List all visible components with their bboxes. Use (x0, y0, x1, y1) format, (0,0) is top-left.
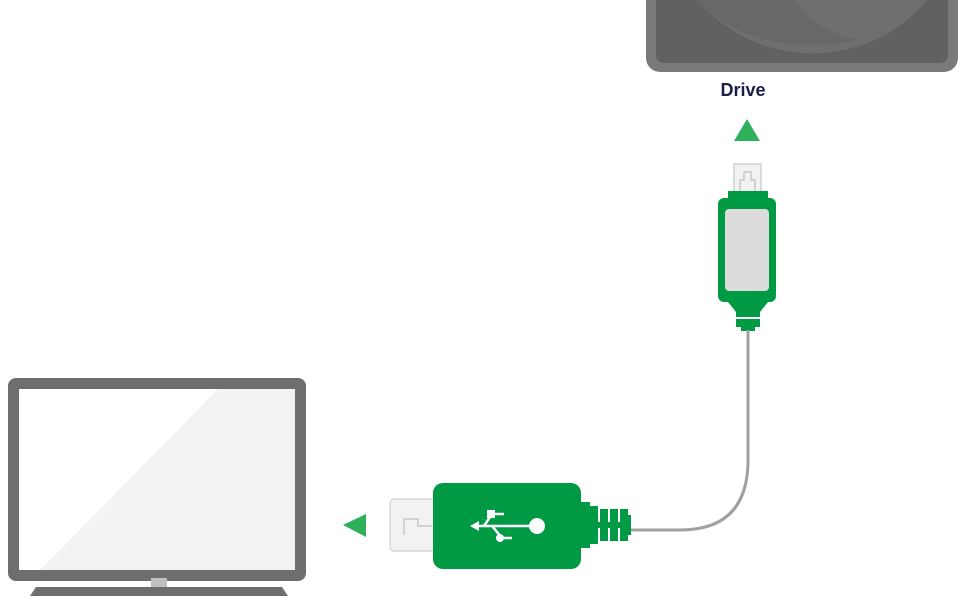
usb-icon (470, 510, 545, 542)
tv-monitor-icon (8, 378, 306, 596)
usb-cable (630, 330, 750, 532)
micro-usb-tip (733, 163, 762, 195)
arrow-left-icon (343, 514, 366, 537)
arrow-up-icon (734, 119, 760, 141)
usb-a-tip (389, 498, 441, 552)
drive-label: Drive (720, 80, 766, 100)
external-drive-icon (646, 0, 958, 72)
micro-usb-plug (718, 191, 776, 331)
